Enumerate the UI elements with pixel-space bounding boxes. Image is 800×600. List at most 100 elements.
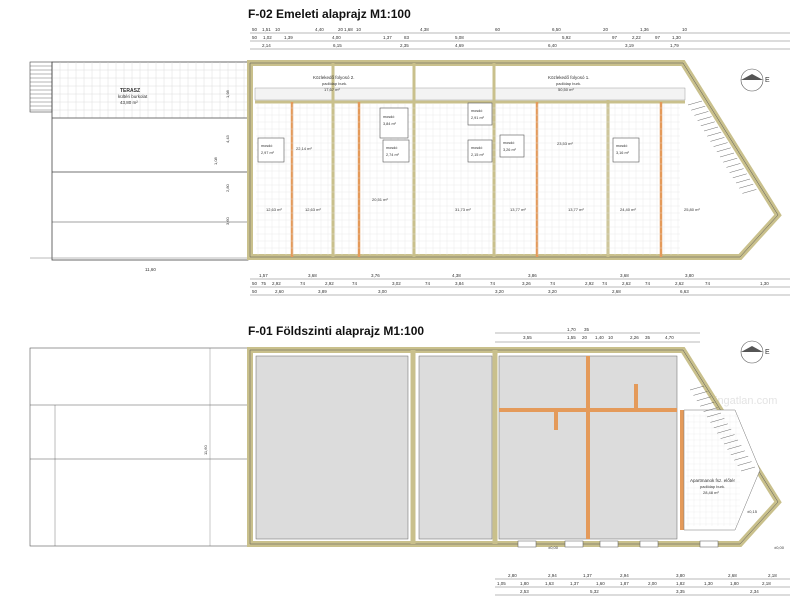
dim-label: 3,26 <box>522 281 531 286</box>
wc-area: 2,97 m² <box>261 151 275 155</box>
hatch-line <box>713 142 728 147</box>
dim-label: 3,68 <box>308 273 317 278</box>
dim-label: 2,92 <box>585 281 594 286</box>
lower-interior-walls <box>410 350 498 544</box>
upper-orange-partitions <box>290 102 663 257</box>
wc-name: mosdó <box>471 146 482 150</box>
dim-label: 1,87 <box>620 581 629 586</box>
dim-label: 3,68 <box>620 273 629 278</box>
svg-text:E: E <box>765 77 770 84</box>
dim-label: 3,86 <box>528 273 537 278</box>
hatch-line <box>696 396 711 401</box>
dim-label: 3,19 <box>625 43 634 48</box>
dim-label: 75 <box>261 281 267 286</box>
upper-plan-title: F-02 Emeleti alaprajz M1:100 <box>248 7 411 21</box>
dim-label: 3,02 <box>392 281 401 286</box>
dim-label: 1,37 <box>383 35 392 40</box>
dim-label: 3,80 <box>676 573 685 578</box>
lobby-room-area: 28,48 m² <box>703 490 719 495</box>
dim-label: 3,89 <box>318 289 327 294</box>
lower-bottom-dimensions: 2,80 2,94 1,37 2,94 3,80 2,68 2,18 1,05 … <box>497 573 777 594</box>
dim-label: 1,30 <box>672 35 681 40</box>
hatch-line <box>710 137 725 142</box>
side-dim: 4,43 <box>225 134 230 143</box>
lobby-room-sub: padlólap burk. <box>700 484 725 489</box>
hatch-line <box>697 116 712 121</box>
dim-label: 2,26 <box>630 335 639 340</box>
lower-windows <box>517 540 719 548</box>
lower-levels: ±0,00 ±0,15 ±0,00 <box>548 509 785 550</box>
dim-label: 4,00 <box>332 35 341 40</box>
terrace-area: 43,80 m² <box>120 100 138 105</box>
lower-orange-partitions <box>499 356 684 539</box>
hatch-line <box>691 106 706 111</box>
dim-label: 1,82 <box>676 581 685 586</box>
dim-label: 1,02 <box>263 35 272 40</box>
side-dim: 3,60 <box>225 216 230 225</box>
hatch-line <box>735 178 751 184</box>
dim-label: 3,35 <box>676 589 685 594</box>
dim-label: 4,69 <box>455 43 464 48</box>
wc-name: mosdó <box>261 144 272 148</box>
dim-label: 5,08 <box>455 35 464 40</box>
room-area: 25,80 m² <box>684 207 700 212</box>
dim-label: 2,92 <box>272 281 281 286</box>
hatch-line <box>707 132 722 137</box>
north-arrow-icon: E <box>740 340 770 364</box>
dim-label: 1,30 <box>704 581 713 586</box>
hatch-line <box>729 168 744 173</box>
dim-label: 2,94 <box>548 573 557 578</box>
lower-plan-title: F-01 Földszinti alaprajz M1:100 <box>248 324 425 338</box>
dim-label: 20 <box>338 27 344 32</box>
dim-label: 1,37 <box>583 573 592 578</box>
dim-label: 2,68 <box>612 289 621 294</box>
hatch-line <box>713 423 728 428</box>
lower-left-dim: 11,60 <box>203 445 208 455</box>
hatch-line <box>693 391 708 396</box>
upper-top-dimension-lines <box>250 32 790 50</box>
lower-top-dimension-lines <box>495 332 700 343</box>
wc-area: 3,84 m² <box>383 122 397 126</box>
side-dim: 1,08 <box>213 156 218 165</box>
dim-label: 74 <box>425 281 431 286</box>
dim-label: 10 <box>356 27 362 32</box>
dim-label: 74 <box>352 281 358 286</box>
level-label: ±0,00 <box>774 545 785 550</box>
dim-label: 2,53 <box>520 589 529 594</box>
dim-label: 3,76 <box>371 273 380 278</box>
room-area: 13,77 m² <box>568 207 584 212</box>
hatch-line <box>742 189 757 194</box>
lower-bottom-dimension-lines <box>495 578 790 596</box>
dim-label: 1,05 <box>497 581 506 586</box>
room-area: 12,63 m² <box>305 207 321 212</box>
hatch-line <box>734 456 749 461</box>
hatch-line <box>723 439 739 445</box>
dim-label: 2,18 <box>768 573 777 578</box>
dim-label: 1,30 <box>760 281 769 286</box>
dim-label: 20 <box>603 27 609 32</box>
corridor2-sub: padlólap burk. <box>322 81 347 86</box>
svg-text:E: E <box>765 349 770 356</box>
dim-label: 1,70 <box>567 327 576 332</box>
dim-label: 4,38 <box>420 27 429 32</box>
hatch-line <box>700 121 715 126</box>
dim-label: 50 <box>252 289 258 294</box>
dim-label: 74 <box>300 281 306 286</box>
dim-label: 60 <box>495 27 501 32</box>
room-area: 20,51 m² <box>372 197 388 202</box>
dim-label: 3,80 <box>685 273 694 278</box>
wc-area: 2,15 m² <box>471 153 485 157</box>
dim-label: 1,68 <box>344 27 353 32</box>
dim-label: 3,84 <box>455 281 464 286</box>
lower-top-dimensions: 3,55 1,70 35 1,55 20 1,40 10 2,26 35 4,7… <box>523 327 674 340</box>
dim-label: 50 <box>252 281 258 286</box>
dim-label: 35 <box>645 335 651 340</box>
dim-label: 1,63 <box>545 581 554 586</box>
dim-label: 83 <box>404 35 410 40</box>
dim-label: 6,63 <box>680 289 689 294</box>
dim-label: 97 <box>612 35 618 40</box>
wc-area: 2,74 m² <box>386 153 400 157</box>
hatch-line <box>740 466 756 472</box>
wc-name: mosdó <box>471 109 482 113</box>
